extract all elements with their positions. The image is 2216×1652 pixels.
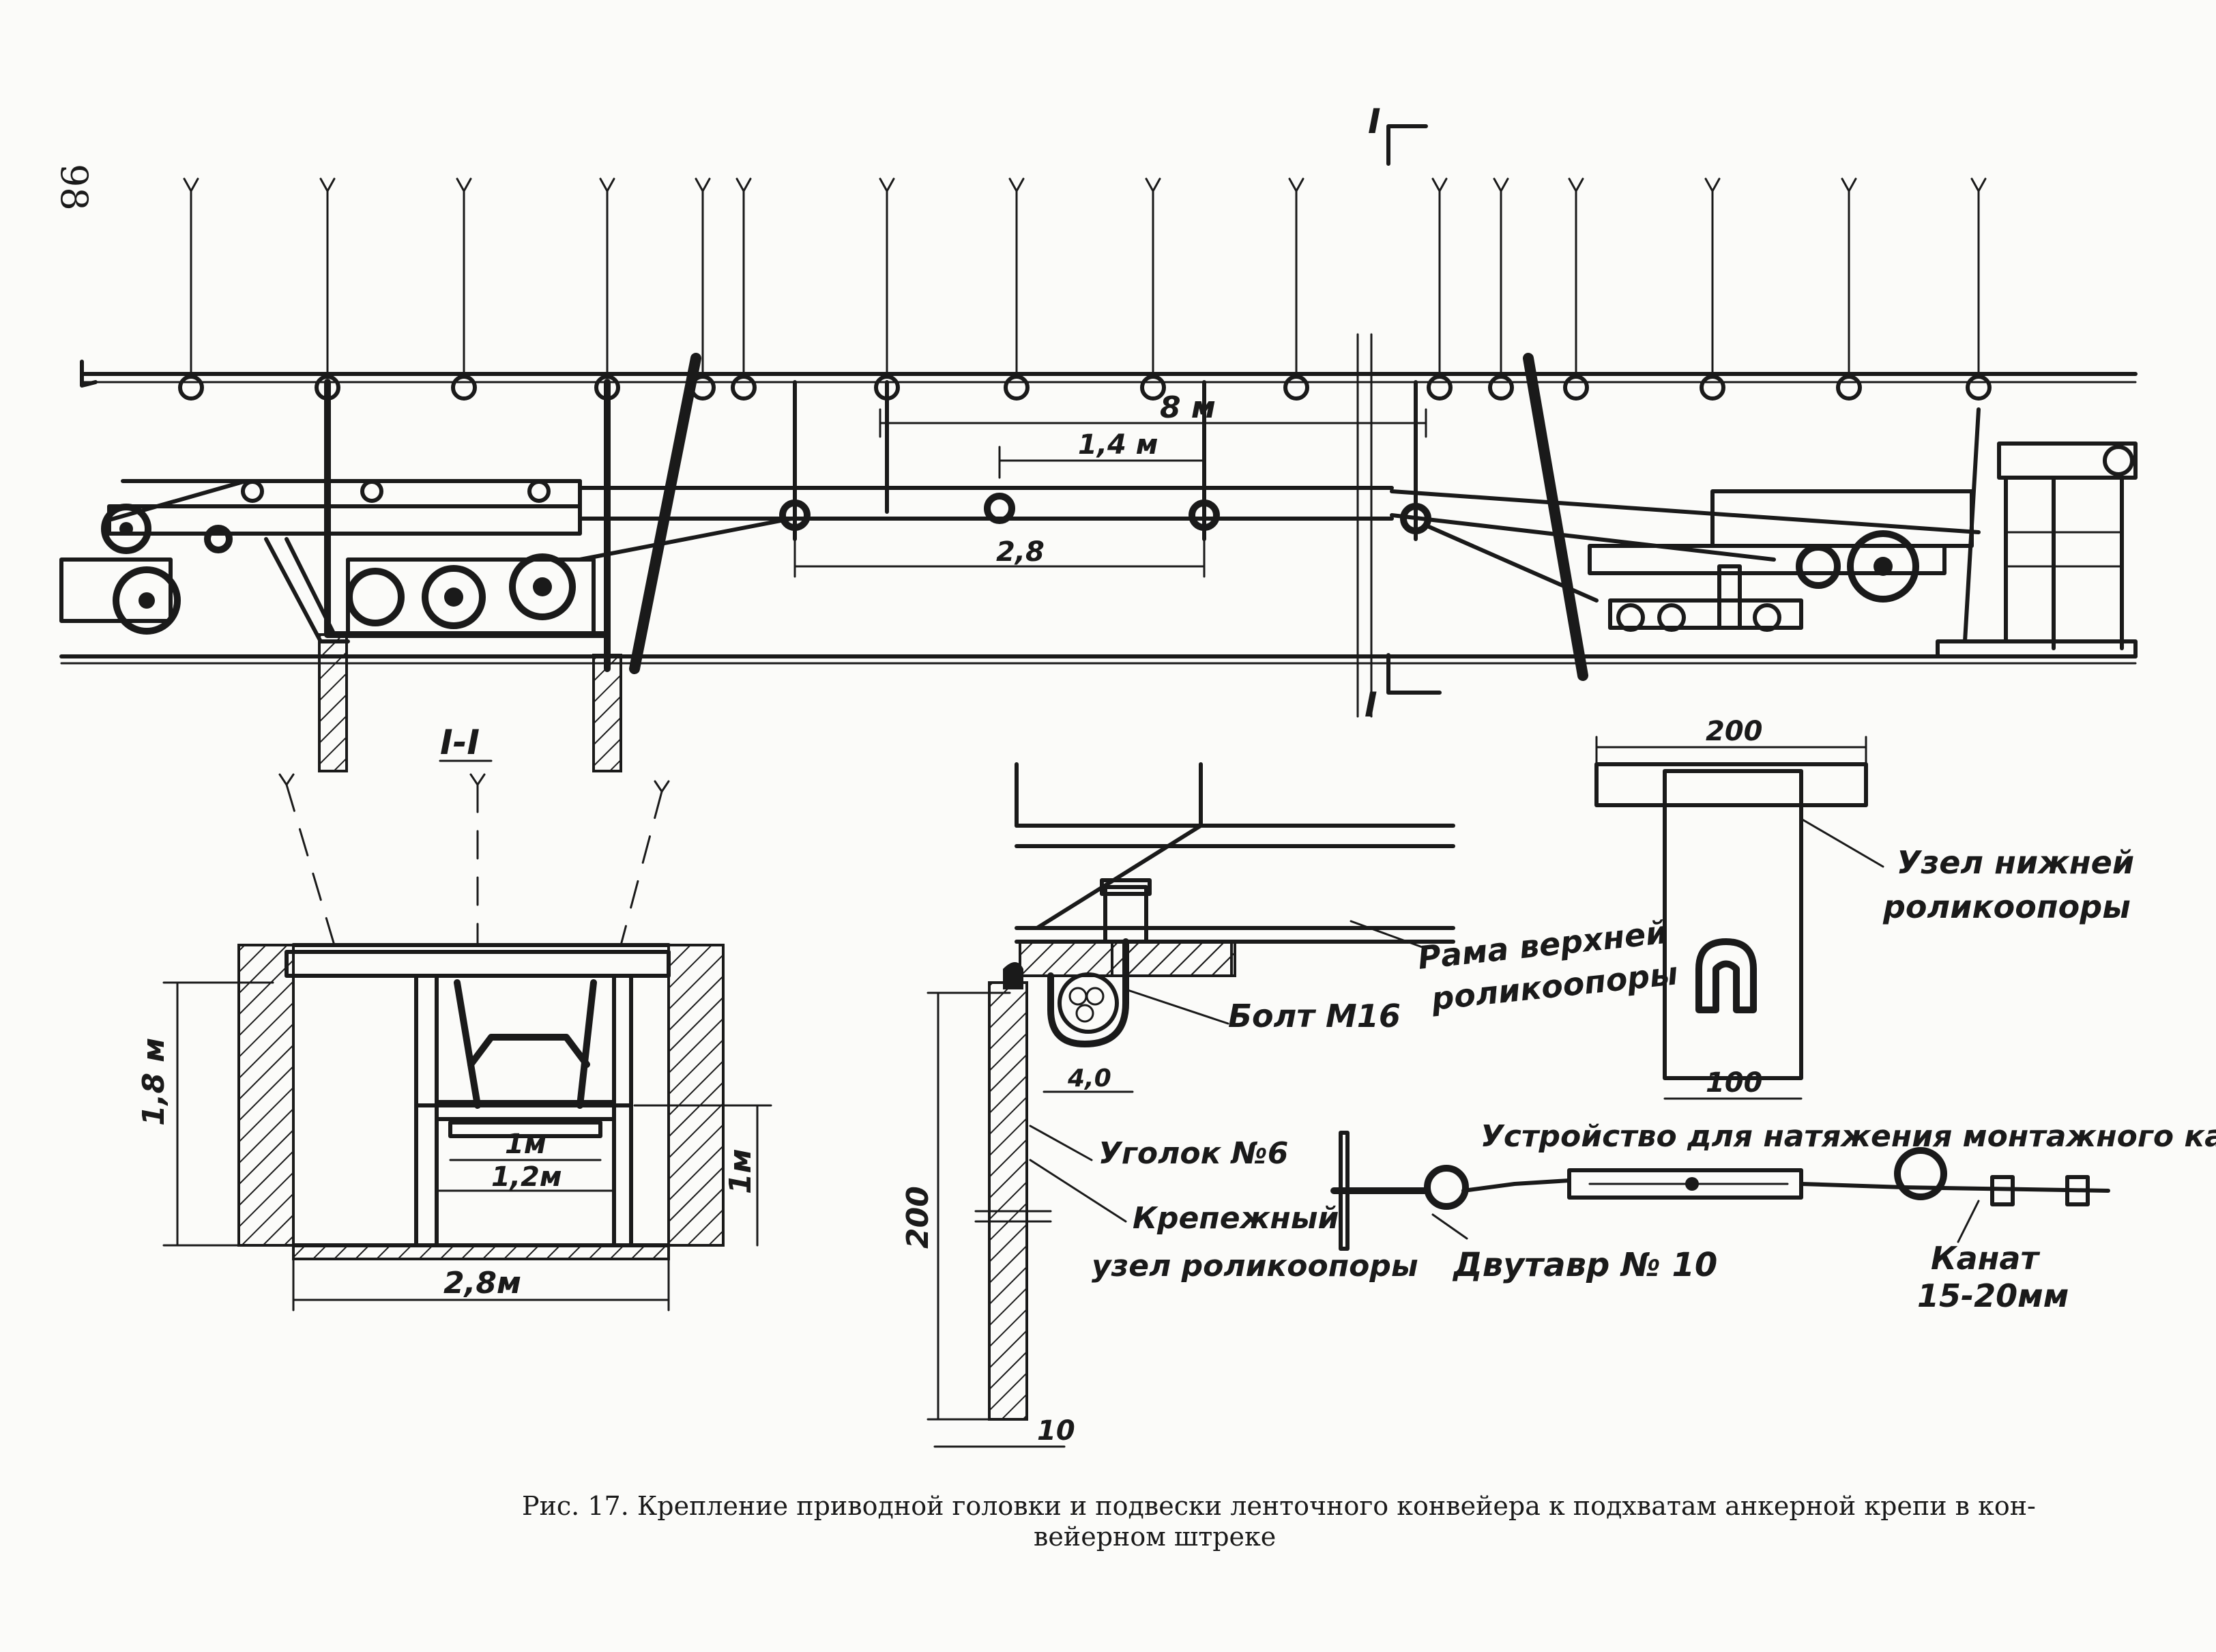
label-bolt: Болт М16 — [1228, 998, 1401, 1034]
lower-idler-plate: 200 100 Узел нижней роликоопоры — [1594, 716, 2134, 1100]
label-lower-node-2: роликоопоры — [1882, 888, 2131, 925]
anchor-head — [1145, 177, 1161, 192]
anchor-head — [1970, 177, 1987, 192]
tail-station — [1588, 407, 2138, 658]
hanger-clamp — [731, 375, 757, 401]
cross-section: I-I 1,8 м 1м 1м — [136, 723, 772, 1312]
fastening-detail: 200 4,0 10 Рама верхней роликоопоры Болт… — [901, 762, 1680, 1448]
dim-height-1-8m: 1,8 м — [136, 1038, 171, 1126]
anchor-head — [735, 177, 752, 192]
dim-width-1-2m: 1,2м — [491, 1161, 562, 1193]
label-fastening-1: Крепежный — [1133, 1201, 1339, 1236]
label-rope-1: Канат — [1931, 1240, 2040, 1277]
hanger-clamp — [178, 375, 204, 401]
dim-10: 10 — [1037, 1415, 1075, 1447]
tension-device: Устройство для натяжения монтажного кана… — [1330, 1119, 2216, 1314]
section-mark-top-label: I — [1368, 102, 1381, 141]
anchor-head — [456, 177, 472, 192]
label-fastening-2: узел роликоопоры — [1092, 1249, 1418, 1284]
anchor-head — [879, 177, 895, 192]
label-i-beam: Двутавр № 10 — [1452, 1246, 1717, 1284]
anchor-hangers — [178, 177, 1992, 401]
hanger-clamp — [1140, 375, 1166, 401]
section-mark-bottom: I — [1365, 653, 1442, 725]
anchor-head — [599, 177, 615, 192]
section-mark-bottom-label: I — [1365, 685, 1377, 725]
anchor-head — [319, 177, 336, 192]
hanger-clamp — [1966, 375, 1992, 401]
anchor-head — [1493, 177, 1509, 192]
hanger-clamp — [1700, 375, 1725, 401]
section-title: I-I — [440, 723, 480, 762]
section-mark-top: I — [1368, 102, 1428, 166]
hanger-clamp — [1427, 375, 1453, 401]
anchor-head — [1431, 177, 1448, 192]
caption-line-2: вейерном штреке — [1034, 1522, 1276, 1552]
anchor-head — [1568, 177, 1584, 192]
drive-head — [59, 379, 622, 772]
anchor-head — [1008, 177, 1025, 192]
anchor-head — [1704, 177, 1721, 192]
caption-line-1: Рис. 17. Крепление приводной головки и п… — [522, 1491, 2036, 1521]
dim-2-8-label: 2,8 — [996, 536, 1045, 568]
dim-1-4m-label: 1,4 м — [1078, 429, 1158, 461]
hanger-clamp — [451, 375, 477, 401]
label-lower-node-1: Узел нижней — [1897, 844, 2134, 881]
anchor-head — [1841, 177, 1857, 192]
label-rope-2: 15-20мм — [1917, 1277, 2069, 1314]
dim-200-vertical: 200 — [901, 1186, 935, 1249]
anchor-head — [695, 177, 711, 192]
page-number: 98 — [53, 164, 96, 211]
dim-4-0: 4,0 — [1067, 1064, 1111, 1092]
dim-width-2-8m: 2,8м — [443, 1266, 521, 1301]
plate-dim-100: 100 — [1706, 1067, 1763, 1099]
dim-1-4m: 1,4 м — [998, 429, 1206, 479]
dim-width-1m: 1м — [505, 1129, 546, 1160]
anchor-head — [1288, 177, 1304, 192]
hanger-clamp — [1004, 375, 1030, 401]
dim-height-1m: 1м — [723, 1148, 758, 1194]
anchor-head — [183, 177, 199, 192]
dim-8m: 8 м — [879, 390, 1427, 438]
plate-dim-200: 200 — [1706, 716, 1763, 747]
label-tension-device: Устройство для натяжения монтажного кана… — [1481, 1119, 2216, 1154]
hanger-clamp — [1283, 375, 1309, 401]
hanger-clamp — [1563, 375, 1589, 401]
hanger-clamp — [1836, 375, 1862, 401]
dim-2-8: 2,8 — [793, 536, 1206, 578]
conveyor-elevation: 8 м 1,4 м 2,8 I I — [59, 102, 2138, 772]
label-angle: Уголок №6 — [1098, 1136, 1288, 1171]
dim-8m-label: 8 м — [1160, 390, 1216, 425]
hanger-clamp — [1488, 375, 1514, 401]
